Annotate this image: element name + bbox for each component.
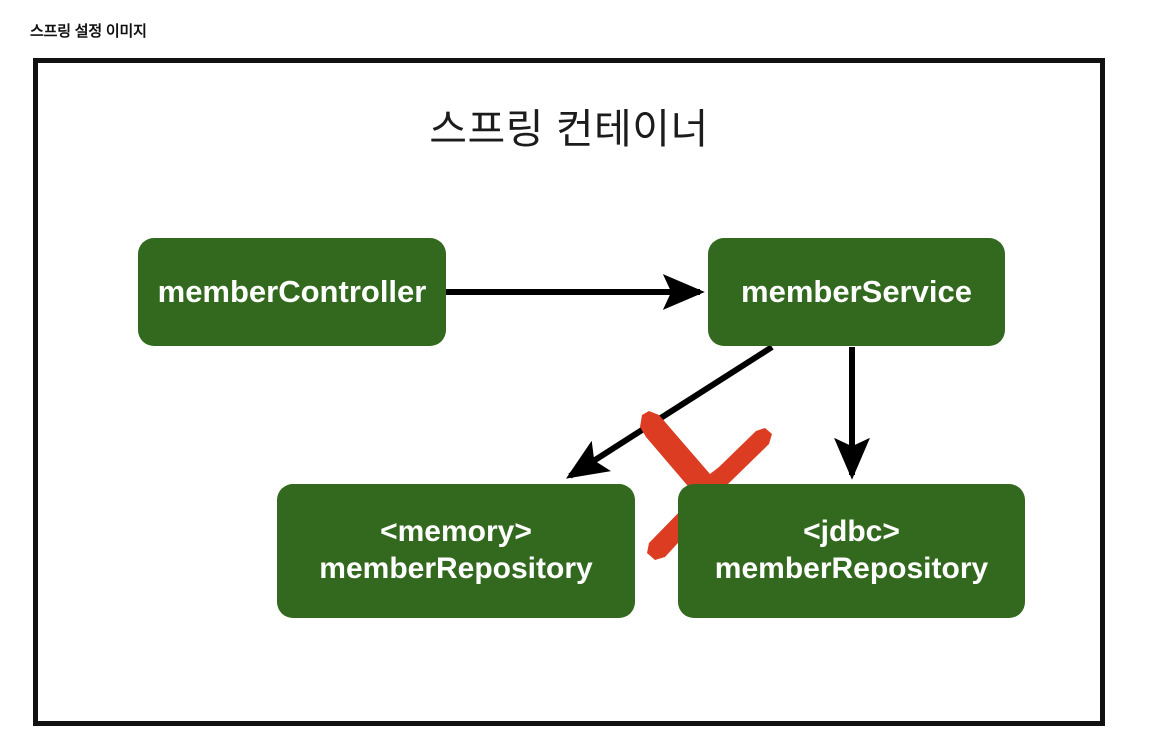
bean-label-line: memberRepository: [319, 552, 593, 585]
connector-layer: [446, 274, 870, 560]
diagram-title: 스프링 컨테이너: [429, 106, 709, 152]
bean-label-line: memberService: [741, 274, 972, 310]
bean-label-qualifier: <jdbc>: [803, 515, 900, 549]
spring-container-diagram: 스프링 컨테이너 memberController memberService: [33, 58, 1105, 726]
bean-label-line: memberController: [157, 274, 427, 310]
bean-label-qualifier: <memory>: [380, 515, 532, 549]
bean-jdbc-member-repository[interactable]: <jdbc> memberRepository: [678, 484, 1025, 618]
bean-member-controller[interactable]: memberController: [138, 238, 446, 346]
arrow-service-to-memory-repository: [565, 344, 774, 479]
bean-label-line: memberRepository: [714, 552, 989, 585]
bean-memory-member-repository[interactable]: <memory> memberRepository: [277, 484, 635, 618]
bean-member-service[interactable]: memberService: [708, 238, 1005, 346]
page-title: 스프링 설정 이미지: [30, 23, 147, 40]
